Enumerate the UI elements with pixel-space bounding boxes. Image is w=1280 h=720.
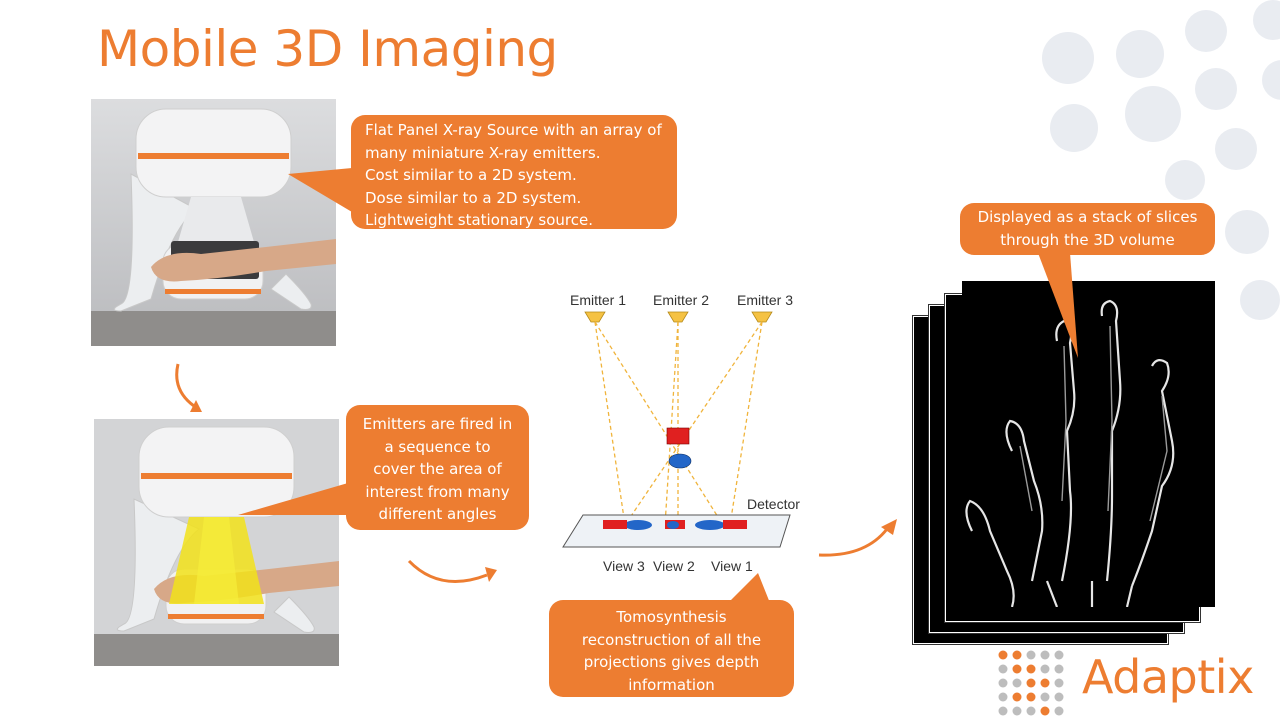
device-illustration (91, 99, 336, 346)
detector-plate (562, 514, 791, 548)
projection-blue (695, 520, 725, 530)
curved-arrow-right-1 (407, 559, 497, 583)
view-label: View 3 (603, 558, 645, 574)
adaptix-logo-mark (998, 650, 1064, 716)
device-photo-top (91, 99, 336, 346)
callout-text-line: information (628, 675, 715, 694)
projection-blue (667, 521, 679, 529)
decor-dot (1050, 104, 1098, 152)
decor-dot (1185, 10, 1227, 52)
device-photo-bottom (94, 419, 339, 666)
decor-dot (1240, 280, 1280, 320)
slices-callout: Displayed as a stack of slices through t… (960, 203, 1215, 255)
callout-text-line: Dose similar to a 2D system. (365, 188, 582, 207)
callout-text-line: a sequence to (384, 437, 491, 456)
curved-arrow-down (175, 363, 202, 412)
projection-blue (624, 520, 652, 530)
callout-text-line: through the 3D volume (1000, 230, 1175, 249)
object-blue-sphere (668, 453, 692, 469)
callout-text-line: different angles (378, 505, 497, 523)
page-title: Mobile 3D Imaging (97, 20, 558, 78)
slices-callout-pointer (1038, 253, 1078, 358)
projection-rays (594, 321, 763, 526)
tomosynthesis-diagram: Emitter 1 Emitter 2 Emitter 3 Detector V… (562, 292, 800, 574)
curved-arrow-right-2 (818, 519, 897, 557)
source-callout-pointer (288, 168, 352, 212)
emitter-label: Emitter 2 (653, 292, 709, 308)
decor-dot (1116, 30, 1164, 78)
callout-text-line: Flat Panel X-ray Source with an array of (365, 121, 662, 139)
tomosynthesis-callout-pointer (728, 573, 770, 603)
callout-text-line: Tomosynthesis (616, 608, 727, 626)
callout-text-line: many miniature X-ray emitters. (365, 143, 601, 162)
decor-dot (1215, 128, 1257, 170)
emitter-icon (751, 311, 773, 323)
decor-dot (1125, 86, 1181, 142)
decor-dot (1253, 0, 1280, 40)
hand-bones (965, 299, 1175, 607)
device-illustration-beams (94, 419, 339, 666)
decor-dot (1165, 160, 1205, 200)
logo-dots (998, 650, 1064, 716)
callout-text-line: interest from many (365, 482, 510, 501)
callout-text-line: Emitters are fired in (362, 415, 513, 433)
adaptix-logo-text: Adaptix (1082, 650, 1254, 704)
callout-text-line: projections gives depth (583, 653, 760, 671)
emitter-icon (584, 311, 606, 323)
projection-red (603, 520, 627, 529)
emitter-label: Emitter 3 (737, 292, 793, 308)
object-red-block (666, 427, 690, 445)
tomosynthesis-callout: Tomosynthesis reconstruction of all the … (549, 600, 794, 697)
projection-red (723, 520, 747, 529)
decor-dot (1042, 32, 1094, 84)
emitter-icon (667, 311, 689, 323)
callout-text-line: Cost similar to a 2D system. (365, 166, 577, 184)
emitters-callout-pointer (238, 483, 348, 515)
decor-dot (1262, 60, 1280, 100)
callout-text-line: Lightweight stationary source. (365, 211, 593, 229)
view-label: View 1 (711, 558, 753, 574)
xray-hand-image (962, 281, 1215, 607)
callout-text-line: cover the area of (373, 460, 502, 478)
callout-text-line: reconstruction of all the (581, 630, 762, 649)
callout-text-line: Displayed as a stack of slices (977, 208, 1198, 226)
decor-dot (1195, 68, 1237, 110)
hand-bone-inner (1019, 325, 1168, 522)
detector-label: Detector (747, 496, 800, 512)
decor-dot (1225, 210, 1269, 254)
emitters-callout: Emitters are fired in a sequence to cove… (346, 405, 529, 530)
view-label: View 2 (653, 558, 695, 574)
source-callout: Flat Panel X-ray Source with an array of… (351, 115, 677, 229)
emitter-label: Emitter 1 (570, 292, 626, 308)
